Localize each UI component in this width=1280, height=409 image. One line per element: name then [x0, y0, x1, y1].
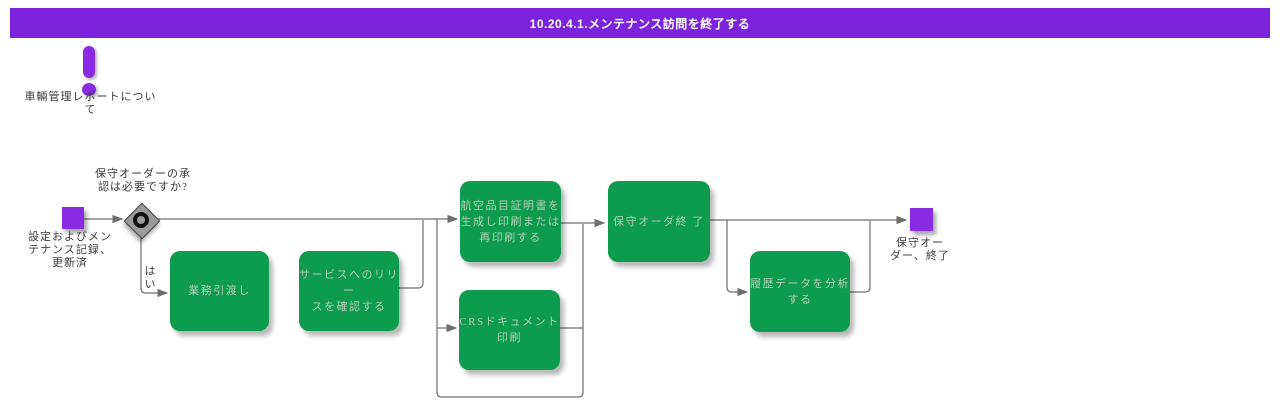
task-box-close-order: 保守オーダ終 了 — [608, 181, 710, 262]
start-node — [62, 207, 84, 229]
start-node-label: 設定およびメン テナンス記録、 更新済 — [28, 231, 112, 269]
end-node — [910, 208, 933, 231]
note-label: 車輛管理レポートについ て — [24, 91, 157, 116]
end-node-label: 保守オー ダー、終了 — [890, 237, 950, 262]
edge-confirm-release-merge — [399, 220, 424, 289]
task-box-print-crs: CRSドキュメント 印刷 — [459, 290, 560, 370]
task-box-handover: 業務引渡し — [170, 251, 269, 331]
edge-bypass-loop — [436, 219, 584, 398]
edge-gateway-to-handover — [140, 237, 169, 298]
task-box-print-certificate: 航空品目証明書を 生成し印刷または 再印刷する — [460, 181, 561, 262]
exclamation-dot-icon — [82, 83, 96, 96]
gateway-circle-icon — [133, 212, 149, 228]
exclamation-icon — [83, 46, 95, 78]
task-box-analyze-history: 履歴データを分析 する — [750, 251, 850, 332]
diagram-title-bar: 10.20.4.1.メンテナンス訪問を終了する — [10, 8, 1270, 38]
edge-analyze-merge — [850, 221, 871, 293]
gateway-yes-label: はい — [143, 265, 155, 291]
edge-close-to-analyze — [726, 220, 749, 297]
gateway-question-label: 保守オーダーの承 認は必要ですか? — [95, 168, 191, 193]
task-box-confirm-release: サービスへのリリー スを確認する — [299, 251, 399, 331]
